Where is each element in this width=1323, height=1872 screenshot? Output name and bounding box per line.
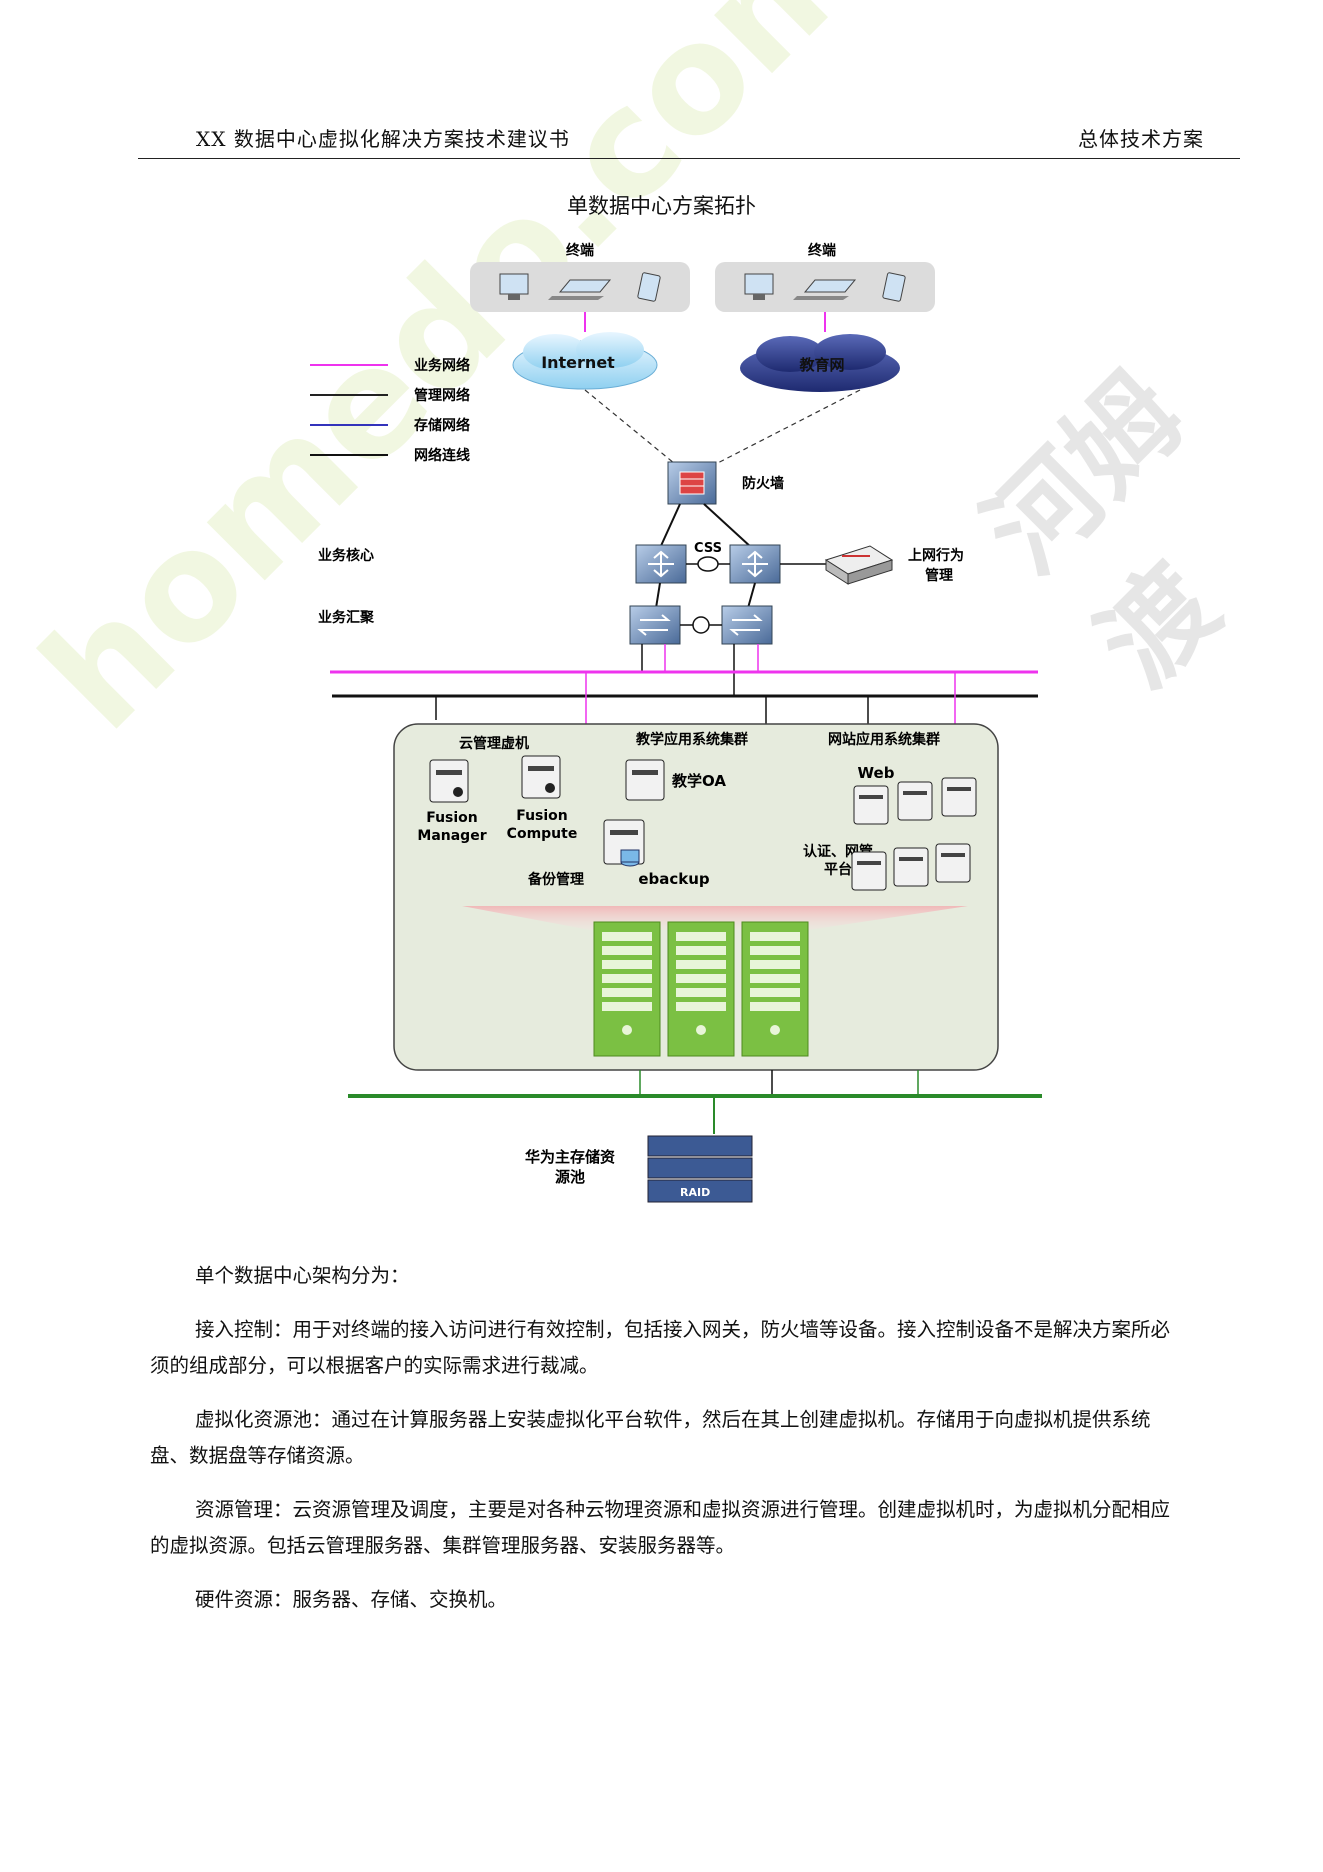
figure-title: 单数据中心方案拓扑 xyxy=(567,194,756,218)
tablet-icon xyxy=(882,272,906,302)
paragraph: 接入控制：用于对终端的接入访问进行有效控制，包括接入网关，防火墙等设备。接入控制… xyxy=(150,1318,1171,1377)
resource-pool-container xyxy=(393,723,999,1071)
aggregation-switch-icon xyxy=(721,605,773,645)
website-cluster-label: 网站应用系统集群 xyxy=(828,731,940,748)
terminal-left-label: 终端 xyxy=(566,242,594,259)
physical-server-rack-icon xyxy=(593,921,661,1057)
page-header: XX 数据中心虚拟化解决方案技术建议书 总体技术方案 xyxy=(138,118,1240,159)
body-text: 单个数据中心架构分为： 接入控制：用于对终端的接入访问进行有效控制，包括接入网关… xyxy=(150,1258,1170,1636)
teaching-cluster-label: 教学应用系统集群 xyxy=(636,731,748,748)
teaching-oa-label: 教学OA xyxy=(671,772,726,790)
ebackup-server-icon xyxy=(603,819,645,867)
firewall-icon xyxy=(667,461,717,505)
fusion-manager-server-icon xyxy=(429,759,469,803)
physical-server-rack-icon xyxy=(741,921,809,1057)
firewall-label: 防火墙 xyxy=(742,475,784,492)
web-server-icon xyxy=(853,785,889,825)
physical-server-rack-icon xyxy=(667,921,735,1057)
terminal-group-right: 终端 xyxy=(715,242,935,312)
aggregation-switch-icon xyxy=(629,605,681,645)
css-label: CSS xyxy=(694,541,722,556)
edu-network-label: 教育网 xyxy=(798,356,844,374)
aggregation-layer-label: 业务汇聚 xyxy=(318,609,375,626)
paragraph: 单个数据中心架构分为： xyxy=(195,1264,410,1287)
backup-mgmt-label: 备份管理 xyxy=(527,871,584,888)
edu-network-cloud: 教育网 xyxy=(740,334,900,392)
teaching-oa-server-icon xyxy=(625,759,665,801)
terminal-group-left: 终端 xyxy=(470,242,690,312)
paragraph: 虚拟化资源池：通过在计算服务器上安装虚拟化平台软件，然后在其上创建虚拟机。存储用… xyxy=(150,1408,1151,1467)
auth-server-icon xyxy=(935,843,971,883)
paragraph: 资源管理：云资源管理及调度，主要是对各种云物理资源和虚拟资源进行管理。创建虚拟机… xyxy=(150,1498,1171,1557)
legend-item-label: 管理网络 xyxy=(414,387,470,404)
fusion-manager-label: Fusion xyxy=(426,810,478,826)
core-layer-label: 业务核心 xyxy=(318,547,374,564)
behavior-mgmt-device-icon xyxy=(824,545,894,585)
terminal-right-label: 终端 xyxy=(808,242,836,259)
fusion-manager-label: Manager xyxy=(417,828,486,844)
web-label: Web xyxy=(858,764,895,782)
cloud-mgmt-vm-label: 云管理虚机 xyxy=(459,735,529,752)
storage-pool-label: 源池 xyxy=(555,1168,585,1186)
core-switch-icon xyxy=(635,544,687,584)
behavior-mgmt-label: 管理 xyxy=(925,567,953,584)
storage-pool-label: 华为主存储资 xyxy=(525,1148,615,1166)
fusion-compute-server-icon xyxy=(521,755,561,799)
header-section-title: 总体技术方案 xyxy=(1078,127,1204,151)
desktop-icon xyxy=(744,273,774,300)
legend-item-label: 业务网络 xyxy=(414,357,470,374)
auth-platform-label: 平台 xyxy=(824,861,852,878)
tablet-icon xyxy=(637,272,661,302)
fusion-compute-label: Fusion xyxy=(516,808,568,824)
legend-item-label: 存储网络 xyxy=(414,417,470,434)
core-switch-icon xyxy=(729,544,781,584)
laptop-icon xyxy=(548,279,612,300)
web-server-icon xyxy=(897,781,933,821)
auth-server-icon xyxy=(893,847,929,887)
desktop-icon xyxy=(499,273,529,300)
web-server-icon xyxy=(941,777,977,817)
legend: 业务网络 管理网络 存储网络 网络连线 xyxy=(310,357,470,464)
topology-diagram: 终端 终端 Internet 教育网 业务网络 管理网络 存储网络 网络连线 xyxy=(310,242,1042,1203)
storage-array-icon: RAID xyxy=(647,1135,753,1203)
auth-server-icon xyxy=(851,851,887,891)
legend-item-label: 网络连线 xyxy=(414,447,470,464)
behavior-mgmt-label: 上网行为 xyxy=(908,547,964,564)
header-doc-title: XX 数据中心虚拟化解决方案技术建议书 xyxy=(196,127,570,151)
internet-label: Internet xyxy=(541,353,615,372)
paragraph: 硬件资源：服务器、存储、交换机。 xyxy=(195,1588,508,1611)
fusion-compute-label: Compute xyxy=(507,826,578,842)
internet-cloud: Internet xyxy=(512,332,658,390)
laptop-icon xyxy=(793,279,857,300)
ebackup-label: ebackup xyxy=(638,870,710,888)
raid-label: RAID xyxy=(680,1186,710,1199)
